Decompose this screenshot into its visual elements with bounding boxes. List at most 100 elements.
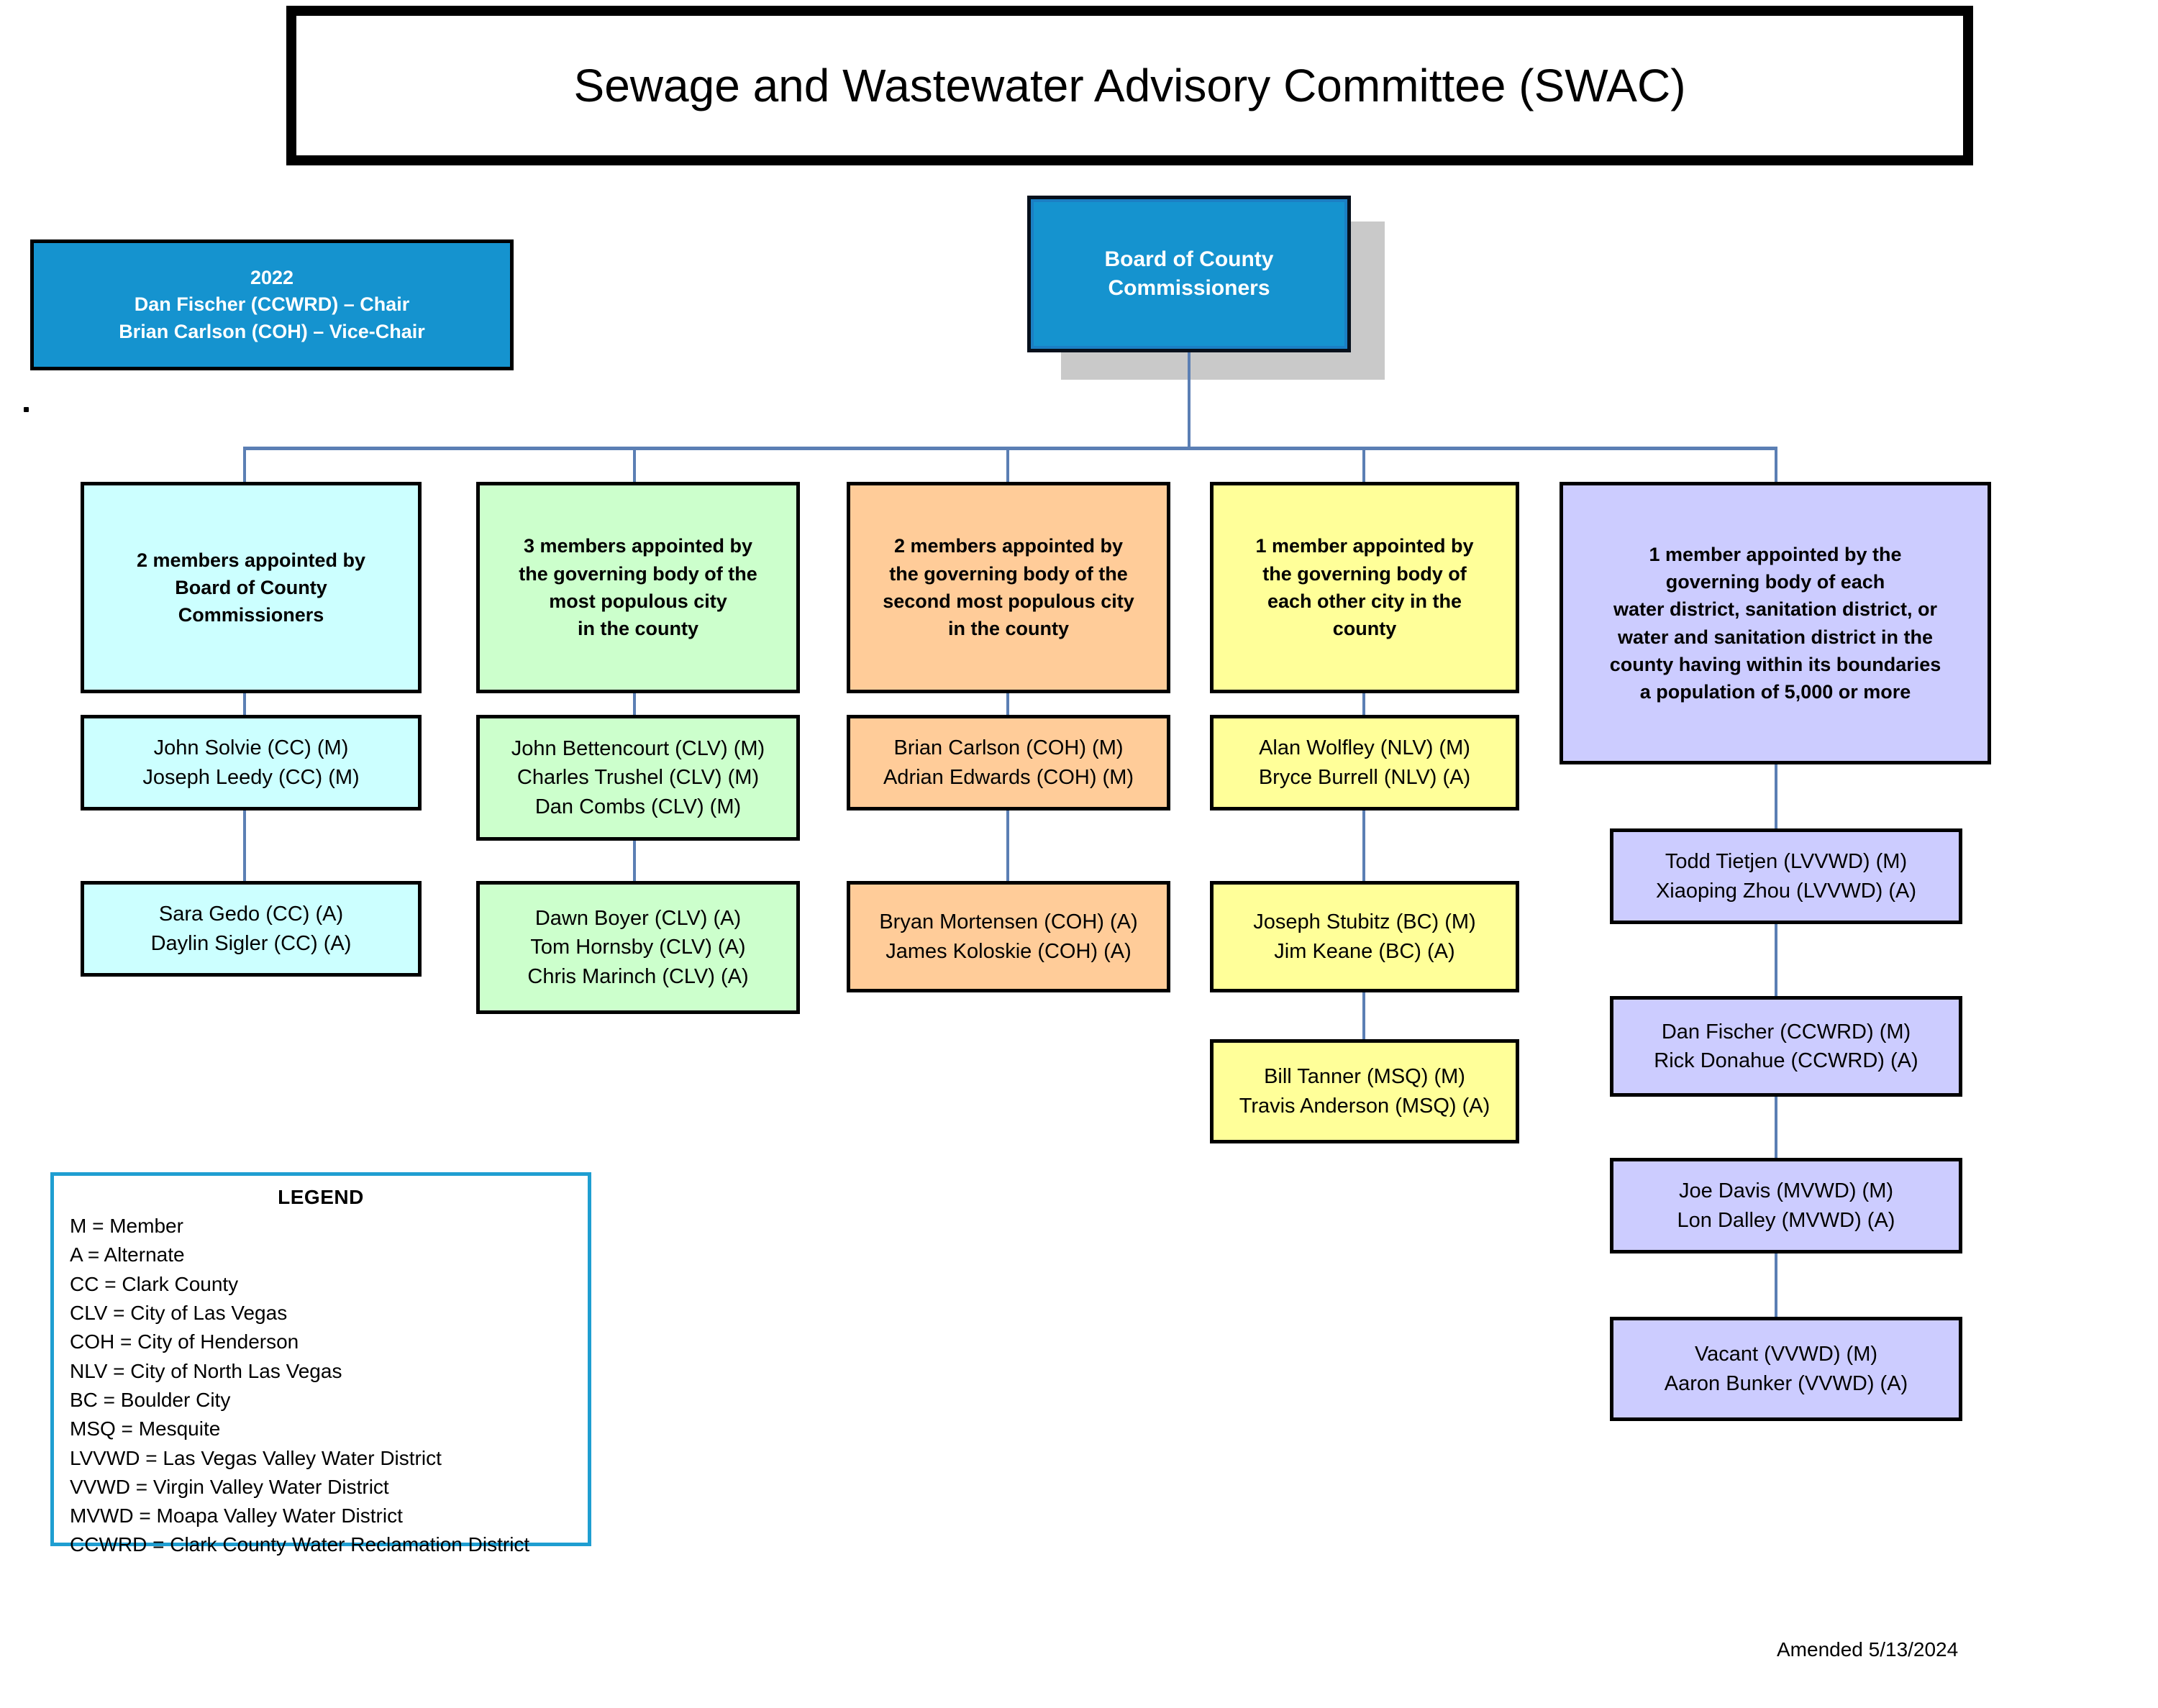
- title-banner: Sewage and Wastewater Advisory Committee…: [286, 6, 1973, 165]
- stray-period-mark: [24, 407, 29, 412]
- legend-item: MSQ = Mesquite: [70, 1417, 221, 1440]
- header-line: most populous city: [549, 590, 727, 612]
- chair-info-box: 2022 Dan Fischer (CCWRD) – Chair Brian C…: [30, 239, 514, 370]
- connector-col1-hdr-to-g1: [243, 693, 246, 715]
- legend-title: LEGEND: [278, 1186, 364, 1208]
- member-line: Travis Anderson (MSQ) (A): [1239, 1094, 1490, 1118]
- member-line: Vacant (VVWD) (M): [1694, 1343, 1878, 1366]
- member-line: Tom Hornsby (CLV) (A): [530, 936, 746, 959]
- member-line: John Bettencourt (CLV) (M): [511, 737, 765, 761]
- member-line: Adrian Edwards (COH) (M): [883, 765, 1134, 789]
- header-line: 2 members appointed by: [893, 535, 1124, 557]
- root-node-label: Board of County Commissioners: [1105, 245, 1274, 302]
- legend-item: BC = Boulder City: [70, 1388, 231, 1411]
- member-line: Todd Tietjen (LVVWD) (M): [1665, 850, 1908, 874]
- connector-col4-hdr-to-g1: [1362, 693, 1365, 715]
- legend-item: MVWD = Moapa Valley Water District: [70, 1504, 403, 1527]
- connector-col4-g2-to-g3: [1362, 992, 1365, 1039]
- header-line: 1 member appointed by the: [1649, 543, 1902, 565]
- chair-year: 2022: [250, 267, 294, 289]
- connector-drop-col-1: [243, 447, 246, 483]
- header-line: the governing body of the: [519, 562, 757, 585]
- member-line: Xiaoping Zhou (LVVWD) (A): [1655, 879, 1917, 903]
- legend-item: CC = Clark County: [70, 1272, 239, 1295]
- member-line: Dan Fischer (CCWRD) (M): [1661, 1020, 1911, 1043]
- member-line: Bill Tanner (MSQ) (M): [1264, 1065, 1465, 1089]
- connector-col2-hdr-to-g1: [633, 693, 636, 715]
- header-line: a population of 5,000 or more: [1639, 681, 1911, 703]
- legend-item: COH = City of Henderson: [70, 1330, 299, 1353]
- connector-drop-col-4: [1362, 447, 1365, 483]
- header-line: 1 member appointed by: [1255, 535, 1474, 557]
- member-line: Rick Donahue (CCWRD) (A): [1654, 1049, 1918, 1072]
- connector-col3-hdr-to-g1: [1006, 693, 1009, 715]
- col-most-populous-city-header: 3 members appointed by the governing bod…: [476, 482, 800, 693]
- header-line: water and sanitation district in the: [1617, 626, 1934, 648]
- node-coh-members: Brian Carlson (COH) (M) Adrian Edwards (…: [847, 715, 1170, 810]
- node-ccwrd: Dan Fischer (CCWRD) (M) Rick Donahue (CC…: [1610, 996, 1962, 1097]
- vice-chair-name: Brian Carlson (COH) – Vice-Chair: [119, 320, 425, 342]
- connector-drop-col-3: [1006, 447, 1009, 483]
- member-line: Brian Carlson (COH) (M): [893, 736, 1124, 760]
- member-line: Charles Trushel (CLV) (M): [516, 766, 760, 790]
- connector-col5-g2-to-g3: [1775, 1097, 1777, 1158]
- member-line: Bryan Mortensen (COH) (A): [879, 910, 1138, 934]
- node-mvwd: Joe Davis (MVWD) (M) Lon Dalley (MVWD) (…: [1610, 1158, 1962, 1253]
- root-node-board-of-county-commissioners: Board of County Commissioners: [1027, 196, 1351, 352]
- connector-drop-col-5: [1775, 447, 1777, 483]
- member-line: Chris Marinch (CLV) (A): [527, 964, 749, 988]
- col-bcc-appointees-header: 2 members appointed by Board of County C…: [81, 482, 422, 693]
- header-line: county having within its boundaries: [1609, 653, 1941, 675]
- legend-item: CLV = City of Las Vegas: [70, 1301, 288, 1324]
- member-line: Bryce Burrell (NLV) (A): [1258, 765, 1471, 789]
- header-line: 2 members appointed by: [136, 549, 366, 571]
- member-line: Joe Davis (MVWD) (M): [1678, 1179, 1894, 1203]
- header-line: the governing body of: [1262, 562, 1467, 585]
- member-line: Daylin Sigler (CC) (A): [150, 931, 352, 955]
- connector-col4-g1-to-g2: [1362, 810, 1365, 881]
- connector-col1-g1-to-g2: [243, 810, 246, 881]
- connector-col2-g1-to-g2: [633, 841, 636, 881]
- legend-item: VVWD = Virgin Valley Water District: [70, 1475, 389, 1498]
- member-line: Dan Combs (CLV) (M): [534, 795, 742, 818]
- amended-date: Amended 5/13/2024: [1777, 1638, 1959, 1661]
- member-line: Lon Dalley (MVWD) (A): [1677, 1208, 1895, 1232]
- root-line-1: Board of County: [1104, 247, 1274, 272]
- node-cc-members: John Solvie (CC) (M) Joseph Leedy (CC) (…: [81, 715, 422, 810]
- connector-col5-hdr-to-g1: [1775, 764, 1777, 828]
- root-line-2: Commissioners: [1108, 276, 1270, 300]
- chair-name: Dan Fischer (CCWRD) – Chair: [134, 293, 410, 316]
- connector-col5-g1-to-g2: [1775, 924, 1777, 996]
- legend-item: NLV = City of North Las Vegas: [70, 1359, 342, 1382]
- col-second-most-populous-city-header: 2 members appointed by the governing bod…: [847, 482, 1170, 693]
- header-line: Commissioners: [178, 604, 324, 626]
- col-other-cities-header: 1 member appointed by the governing body…: [1210, 482, 1519, 693]
- legend-item: M = Member: [70, 1215, 183, 1237]
- node-coh-alternates: Bryan Mortensen (COH) (A) James Koloskie…: [847, 881, 1170, 992]
- header-line: second most populous city: [883, 590, 1134, 612]
- connector-col3-g1-to-g2: [1006, 810, 1009, 881]
- header-line: governing body of each: [1665, 570, 1885, 593]
- header-line: county: [1332, 618, 1397, 640]
- col-water-districts-header: 1 member appointed by the governing body…: [1560, 482, 1991, 764]
- connector-bus: [243, 447, 1777, 450]
- node-clv-alternates: Dawn Boyer (CLV) (A) Tom Hornsby (CLV) (…: [476, 881, 800, 1014]
- header-line: in the county: [948, 618, 1069, 640]
- header-line: in the county: [578, 618, 698, 640]
- legend-item: LVVWD = Las Vegas Valley Water District: [70, 1446, 442, 1469]
- header-line: the governing body of the: [889, 562, 1128, 585]
- member-line: John Solvie (CC) (M): [153, 736, 349, 760]
- legend-item: CCWRD = Clark County Water Reclamation D…: [70, 1533, 530, 1556]
- member-line: James Koloskie (COH) (A): [885, 939, 1132, 963]
- node-msq: Bill Tanner (MSQ) (M) Travis Anderson (M…: [1210, 1039, 1519, 1143]
- connector-drop-col-2: [633, 447, 636, 483]
- member-line: Aaron Bunker (VVWD) (A): [1664, 1371, 1908, 1395]
- node-bc: Joseph Stubitz (BC) (M) Jim Keane (BC) (…: [1210, 881, 1519, 992]
- member-line: Alan Wolfley (NLV) (M): [1259, 736, 1470, 760]
- node-lvvwd: Todd Tietjen (LVVWD) (M) Xiaoping Zhou (…: [1610, 828, 1962, 924]
- member-line: Joseph Leedy (CC) (M): [142, 765, 360, 789]
- legend-box: LEGEND M = Member A = Alternate CC = Cla…: [50, 1172, 591, 1556]
- member-line: Dawn Boyer (CLV) (A): [534, 907, 742, 931]
- node-nlv: Alan Wolfley (NLV) (M) Bryce Burrell (NL…: [1210, 715, 1519, 810]
